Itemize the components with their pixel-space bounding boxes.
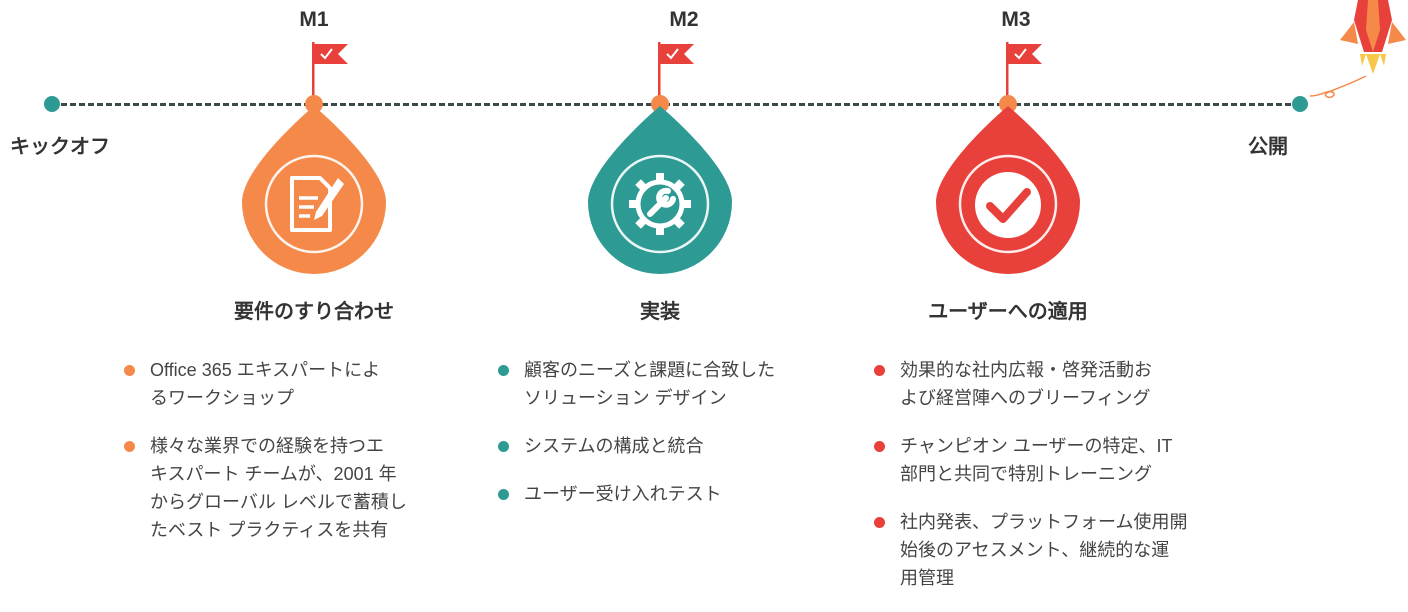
list-item: 顧客のニーズと課題に合致した ソリューション デザイン bbox=[494, 356, 814, 412]
milestone-label-m2: M2 bbox=[669, 8, 699, 31]
bullet-text: 様々な業界での経験を持つエ キスパート チームが、2001 年 からグローバル … bbox=[150, 436, 407, 540]
list-item: システムの構成と統合 bbox=[494, 432, 814, 460]
bullet-dot bbox=[498, 489, 509, 500]
milestone-node-m1 bbox=[305, 95, 323, 113]
flag-icon bbox=[658, 42, 694, 100]
checkmark-icon bbox=[975, 172, 1041, 238]
phase-title-m2: 実装 bbox=[640, 301, 680, 323]
bullet-dot bbox=[498, 441, 509, 452]
end-dot bbox=[1292, 96, 1308, 112]
list-item: 様々な業界での経験を持つエ キスパート チームが、2001 年 からグローバル … bbox=[120, 432, 440, 544]
phase-title-m3: ユーザーへの適用 bbox=[928, 301, 1088, 323]
rocket-trail bbox=[1309, 75, 1367, 99]
timeline-line bbox=[52, 103, 1300, 106]
bullet-dot bbox=[124, 441, 135, 452]
flag-icon bbox=[1006, 42, 1042, 100]
bullet-dot bbox=[124, 365, 135, 376]
start-label: キックオフ bbox=[10, 136, 110, 158]
bullet-dot bbox=[498, 365, 509, 376]
bullet-list-m3: 効果的な社内広報・啓発活動お よび経営陣へのブリーフィング チャンピオン ユーザ… bbox=[870, 356, 1190, 612]
bullet-text: ユーザー受け入れテスト bbox=[524, 484, 722, 504]
milestone-drop-m1 bbox=[242, 106, 386, 274]
document-pen-icon bbox=[290, 176, 344, 232]
milestone-node-m2 bbox=[651, 95, 669, 113]
bullet-text: Office 365 エキスパートによ るワークショップ bbox=[150, 360, 381, 408]
list-item: Office 365 エキスパートによ るワークショップ bbox=[120, 356, 440, 412]
list-item: ユーザー受け入れテスト bbox=[494, 480, 814, 508]
bullet-text: 顧客のニーズと課題に合致した ソリューション デザイン bbox=[524, 360, 776, 408]
flag-icon bbox=[312, 42, 348, 100]
bullet-dot bbox=[874, 365, 885, 376]
bullet-list-m1: Office 365 エキスパートによ るワークショップ 様々な業界での経験を持… bbox=[120, 356, 440, 564]
bullet-dot bbox=[874, 441, 885, 452]
end-label: 公開 bbox=[1248, 136, 1288, 158]
bullet-text: システムの構成と統合 bbox=[524, 436, 704, 456]
phase-title-m1: 要件のすり合わせ bbox=[234, 301, 394, 323]
list-item: 効果的な社内広報・啓発活動お よび経営陣へのブリーフィング bbox=[870, 356, 1190, 412]
bullet-dot bbox=[874, 517, 885, 528]
milestone-node-m3 bbox=[999, 95, 1017, 113]
list-item: 社内発表、プラットフォーム使用開 始後のアセスメント、継続的な運 用管理 bbox=[870, 508, 1190, 592]
bullet-list-m2: 顧客のニーズと課題に合致した ソリューション デザイン システムの構成と統合 ユ… bbox=[494, 356, 814, 528]
milestone-label-m3: M3 bbox=[1001, 8, 1031, 31]
gear-wrench-icon bbox=[629, 173, 691, 235]
bullet-text: チャンピオン ユーザーの特定、IT 部門と共同で特別トレーニング bbox=[900, 436, 1173, 484]
start-dot bbox=[44, 96, 60, 112]
bullet-text: 社内発表、プラットフォーム使用開 始後のアセスメント、継続的な運 用管理 bbox=[900, 512, 1188, 588]
rocket-icon bbox=[1340, 0, 1406, 74]
bullet-text: 効果的な社内広報・啓発活動お よび経営陣へのブリーフィング bbox=[900, 360, 1152, 408]
list-item: チャンピオン ユーザーの特定、IT 部門と共同で特別トレーニング bbox=[870, 432, 1190, 488]
milestone-label-m1: M1 bbox=[299, 8, 329, 31]
